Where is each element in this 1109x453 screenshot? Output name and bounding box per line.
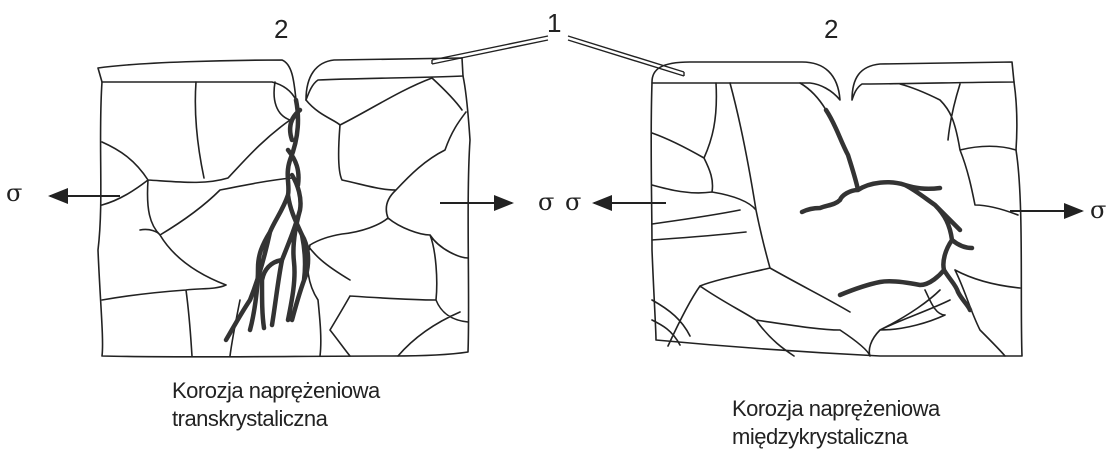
surface-layer-right [306, 58, 463, 100]
grain-boundaries [102, 78, 468, 356]
caption-left: Korozja naprężeniowa transkrystaliczna [172, 377, 380, 433]
label-2-right: 2 [824, 14, 838, 45]
surface-layer-right [852, 62, 1014, 100]
cracks-intercrystalline [802, 110, 972, 310]
surface-layer-left [98, 60, 296, 100]
caption-right: Korozja naprężeniowa międzykrystaliczna [732, 395, 940, 451]
label-1: 1 [547, 8, 561, 39]
cracks-transcrystalline [226, 100, 308, 340]
specimen-transcrystalline [98, 58, 470, 357]
label-2-left: 2 [274, 14, 288, 45]
specimen-intercrystalline [651, 62, 1022, 356]
specimen-outline [98, 76, 470, 357]
specimen-outline [651, 82, 1022, 356]
sigma-right-1: σ [538, 188, 554, 216]
surface-layer-left [652, 62, 840, 100]
caption-right-line2: międzykrystaliczna [732, 423, 940, 451]
leader-lines [432, 36, 684, 76]
caption-left-line1: Korozja naprężeniowa [172, 377, 380, 405]
sigma-left-1: σ [6, 179, 22, 207]
caption-left-line2: transkrystaliczna [172, 405, 380, 433]
sigma-right-2: σ [1090, 196, 1106, 224]
caption-right-line1: Korozja naprężeniowa [732, 395, 940, 423]
sigma-left-2: σ [565, 188, 581, 216]
